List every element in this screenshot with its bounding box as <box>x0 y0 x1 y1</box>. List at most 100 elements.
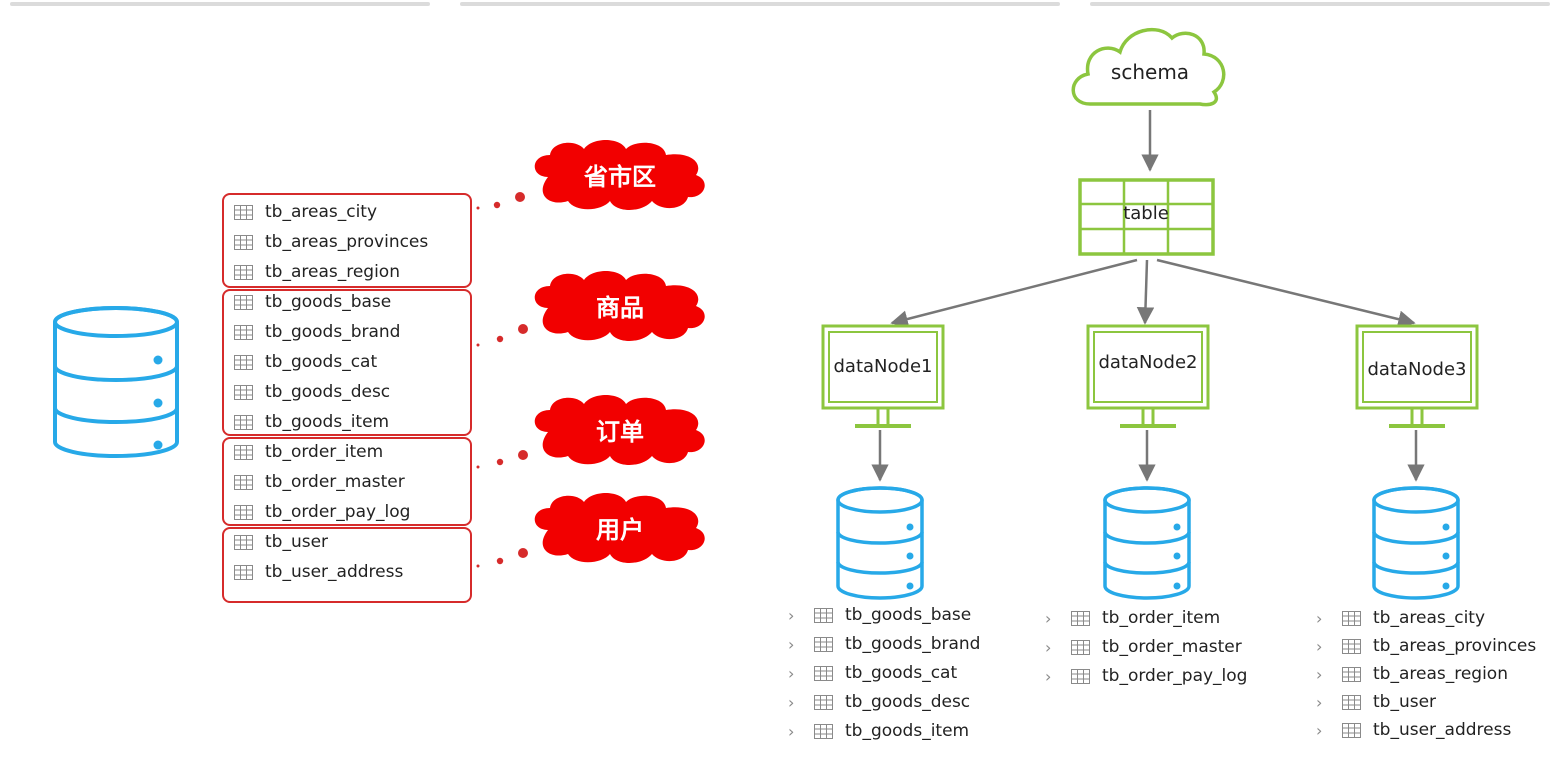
source-table-row[interactable]: tb_order_item <box>234 437 383 467</box>
node-table-row[interactable]: › tb_goods_desc <box>788 687 970 717</box>
group-box-goods <box>222 289 472 436</box>
node-table-row[interactable]: › tb_goods_cat <box>788 658 957 688</box>
chevron-right-icon[interactable]: › <box>1316 692 1323 712</box>
node-table-row[interactable]: › tb_user_address <box>1316 715 1511 745</box>
chevron-right-icon[interactable]: › <box>788 721 795 741</box>
table-grid-icon <box>1078 178 1215 256</box>
chevron-right-icon[interactable]: › <box>1316 664 1323 684</box>
chevron-right-icon[interactable]: › <box>1316 636 1323 656</box>
table-icon <box>234 414 253 430</box>
table-icon <box>814 607 833 623</box>
node-table-row[interactable]: › tb_order_item <box>1045 603 1220 633</box>
table-name: tb_order_pay_log <box>265 502 411 522</box>
table-name: tb_goods_brand <box>845 634 981 654</box>
cropped-caption-strip <box>0 0 1566 10</box>
table-name: tb_areas_city <box>265 202 378 222</box>
table-name: tb_goods_desc <box>845 692 971 712</box>
table-icon <box>1342 694 1361 710</box>
node-database-icon <box>836 486 924 600</box>
source-table-row[interactable]: tb_goods_item <box>234 407 389 437</box>
table-name: tb_areas_region <box>1373 664 1508 684</box>
source-table-row[interactable]: tb_goods_desc <box>234 377 390 407</box>
source-table-row[interactable]: tb_goods_base <box>234 287 391 317</box>
source-table-row[interactable]: tb_areas_city <box>234 197 377 227</box>
table-name: tb_user <box>1373 692 1437 712</box>
table-name: tb_goods_cat <box>845 663 958 683</box>
table-icon <box>814 665 833 681</box>
table-icon <box>234 384 253 400</box>
chevron-right-icon[interactable]: › <box>1045 637 1052 657</box>
node-database-icon <box>1372 486 1460 600</box>
group-label-order: 订单 <box>596 418 644 446</box>
group-box-areas <box>222 193 472 288</box>
table-icon <box>234 294 253 310</box>
node-table-row[interactable]: › tb_goods_item <box>788 716 969 746</box>
group-label-areas: 省市区 <box>584 163 656 191</box>
source-table-row[interactable]: tb_goods_brand <box>234 317 400 347</box>
node-table-row[interactable]: › tb_user <box>1316 687 1436 717</box>
chevron-right-icon[interactable]: › <box>1045 608 1052 628</box>
chevron-right-icon[interactable]: › <box>1316 720 1323 740</box>
table-icon <box>234 264 253 280</box>
table-icon <box>234 234 253 250</box>
source-table-row[interactable]: tb_user <box>234 527 328 557</box>
source-table-row[interactable]: tb_areas_provinces <box>234 227 428 257</box>
table-icon <box>234 534 253 550</box>
table-name: tb_order_item <box>265 442 384 462</box>
node-table-row[interactable]: › tb_areas_region <box>1316 659 1508 689</box>
chevron-right-icon[interactable]: › <box>788 663 795 683</box>
table-name: tb_goods_brand <box>265 322 401 342</box>
data-node-label-2: dataNode2 <box>1098 352 1198 373</box>
chevron-right-icon[interactable]: › <box>788 634 795 654</box>
node-table-row[interactable]: › tb_order_master <box>1045 632 1242 662</box>
flow-arrows <box>871 110 1425 482</box>
group-label-user: 用户 <box>596 516 644 544</box>
source-table-row[interactable]: tb_order_master <box>234 467 405 497</box>
chevron-right-icon[interactable]: › <box>1045 666 1052 686</box>
node-table-row[interactable]: › tb_goods_brand <box>788 629 980 659</box>
table-name: tb_areas_provinces <box>265 232 429 252</box>
source-table-row[interactable]: tb_order_pay_log <box>234 497 410 527</box>
table-name: tb_goods_item <box>845 721 970 741</box>
source-table-row[interactable]: tb_user_address <box>234 557 403 587</box>
table-name: tb_user_address <box>1373 720 1512 740</box>
node-table-row[interactable]: › tb_areas_provinces <box>1316 631 1536 661</box>
node-table-row[interactable]: › tb_areas_city <box>1316 603 1485 633</box>
table-name: tb_areas_provinces <box>1373 636 1537 656</box>
table-name: tb_order_item <box>1102 608 1221 628</box>
table-icon <box>234 474 253 490</box>
node-table-row[interactable]: › tb_goods_base <box>788 600 971 630</box>
node-table-row[interactable]: › tb_order_pay_log <box>1045 661 1247 691</box>
source-database-icon <box>53 306 179 458</box>
table-icon <box>814 723 833 739</box>
source-table-row[interactable]: tb_goods_cat <box>234 347 377 377</box>
table-name: tb_goods_cat <box>265 352 378 372</box>
chevron-right-icon[interactable]: › <box>788 605 795 625</box>
table-icon <box>814 636 833 652</box>
table-name: tb_goods_item <box>265 412 390 432</box>
table-icon <box>1342 666 1361 682</box>
cloud-connectors <box>476 192 528 568</box>
group-box-order <box>222 437 472 526</box>
chevron-right-icon[interactable]: › <box>1316 608 1323 628</box>
table-name: tb_goods_desc <box>265 382 391 402</box>
data-node-monitor-icon <box>1086 324 1210 428</box>
table-name: tb_user_address <box>265 562 404 582</box>
table-icon <box>234 444 253 460</box>
table-icon <box>234 324 253 340</box>
data-node-label-3: dataNode3 <box>1367 359 1467 380</box>
table-name: tb_areas_city <box>1373 608 1486 628</box>
node-database-icon <box>1103 486 1191 600</box>
table-icon <box>1071 610 1090 626</box>
table-name: tb_order_master <box>265 472 405 492</box>
data-node-label-1: dataNode1 <box>833 356 933 377</box>
table-icon <box>234 354 253 370</box>
table-name: tb_order_pay_log <box>1102 666 1248 686</box>
chevron-right-icon[interactable]: › <box>788 692 795 712</box>
source-table-row[interactable]: tb_areas_region <box>234 257 400 287</box>
table-icon <box>1071 639 1090 655</box>
schema-label: schema <box>1110 60 1190 84</box>
table-icon <box>1342 722 1361 738</box>
